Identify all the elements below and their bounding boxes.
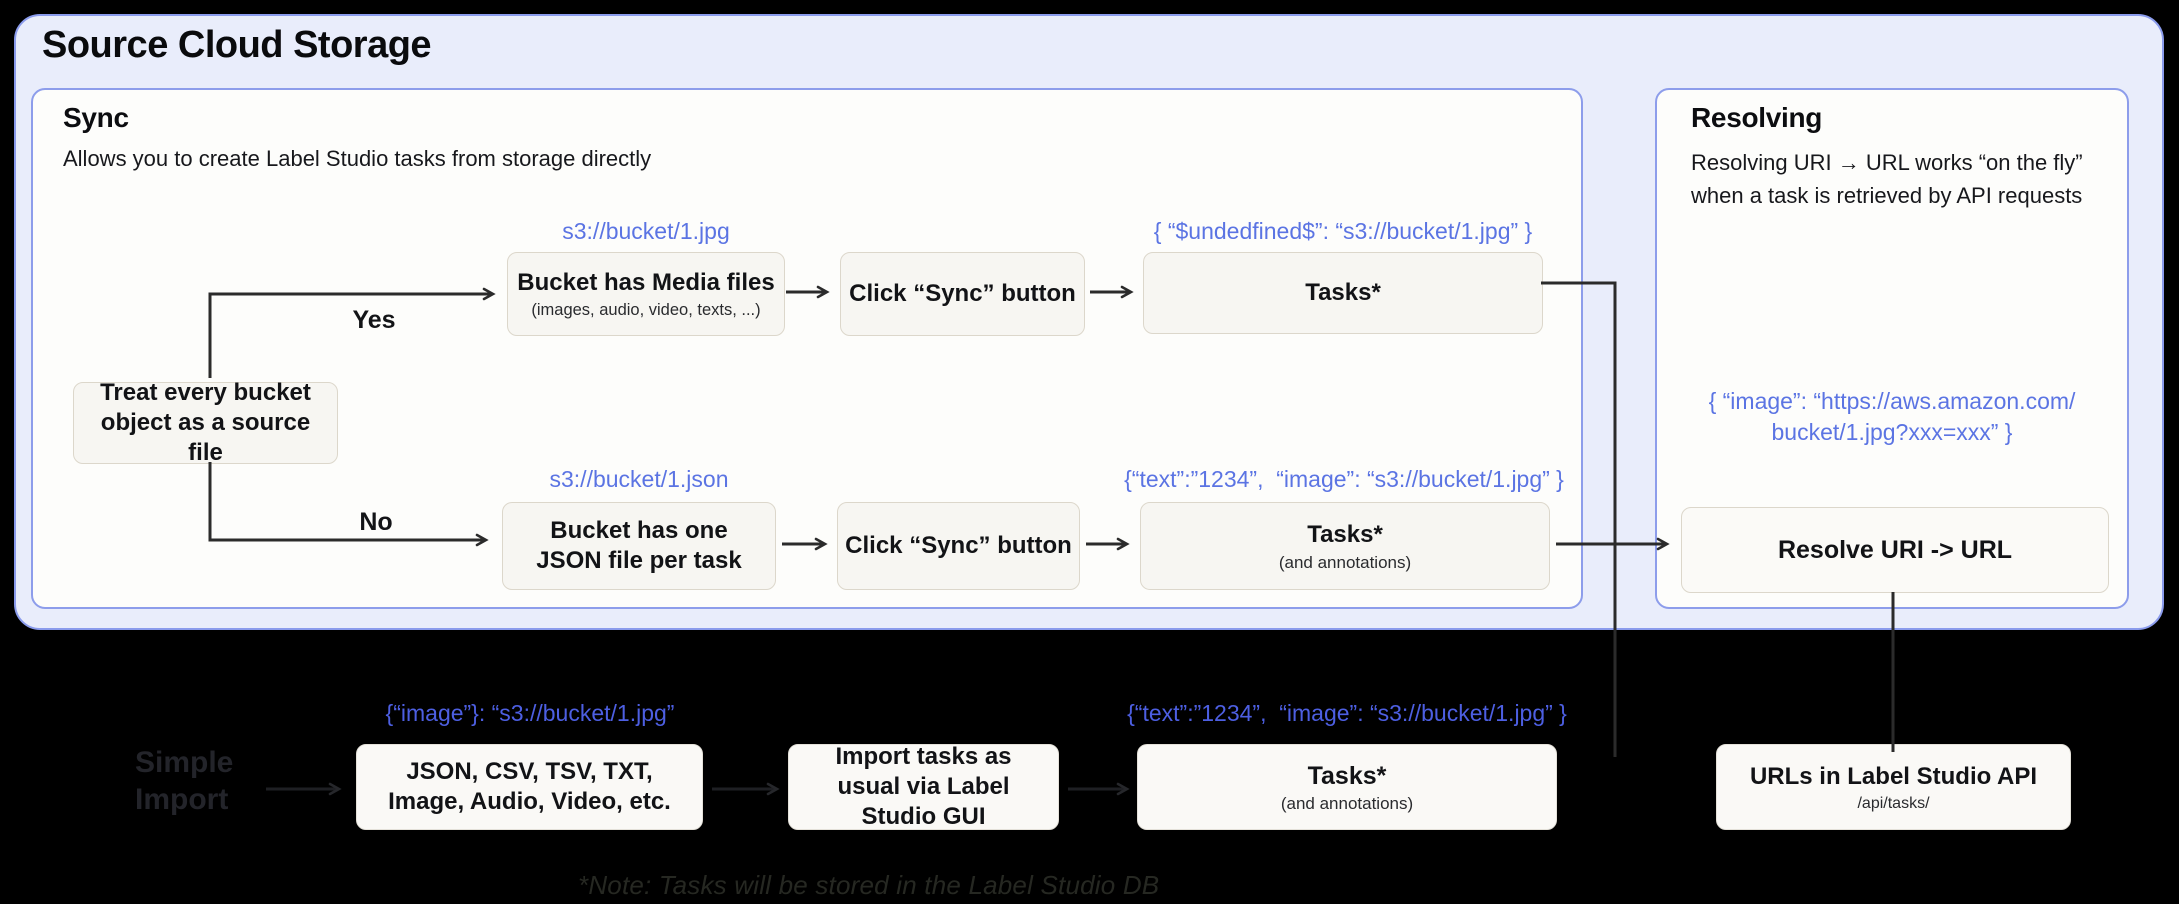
file-types-box: JSON, CSV, TSV, TXT, Image, Audio, Video… (356, 744, 703, 830)
tasks1-json-label: { “$undedfined$”: “s3://bucket/1.jpg” } (1153, 218, 1533, 244)
tasks1-label: Tasks* (1305, 279, 1381, 306)
tasks2-label: Tasks* (1307, 520, 1383, 548)
note-label: *Note: Tasks will be stored in the Label… (578, 870, 1160, 900)
branch-no-label: No (359, 508, 393, 536)
tasks-box-1: Tasks* (1143, 252, 1543, 334)
json-uri-label: s3://bucket/1.json (549, 466, 729, 492)
bottom-tasks-sub: (and annotations) (1280, 793, 1414, 813)
api-urls-box: URLs in Label Studio API /api/tasks/ (1716, 744, 2071, 830)
resolving-json-line2: bucket/1.jpg?xxx=xxx” } (1771, 419, 2013, 445)
sync-panel-subtitle: Allows you to create Label Studio tasks … (63, 146, 652, 171)
click-sync-label-1: Click “Sync” button (849, 280, 1076, 307)
import-gui-box: Import tasks as usual via Label Studio G… (788, 743, 1059, 830)
bucket-media-title: Bucket has Media files (517, 269, 775, 296)
page-title: Source Cloud Storage (42, 24, 432, 66)
resolve-uri-label: Resolve URI -> URL (1777, 536, 2013, 564)
file-types-label: JSON, CSV, TSV, TXT, Image, Audio, Video… (388, 758, 671, 815)
tasks-box-2: Tasks* (and annotations) (1140, 502, 1550, 590)
api-urls-label: URLs in Label Studio API (1749, 762, 2038, 790)
resolving-description: Resolving URI → URL works “on the fly” w… (1691, 150, 2083, 208)
tasks2-json-label: {“text”:”1234”, “image”: “s3://bucket/1.… (1124, 466, 1564, 492)
import-gui-label: Import tasks as usual via Label Studio G… (835, 743, 1012, 830)
branch-yes-label: Yes (352, 306, 396, 334)
bucket-json-box: Bucket has one JSON file per task (502, 502, 776, 590)
decision-box-label: Treat every bucket object as a source fi… (100, 379, 311, 466)
click-sync-box-1: Click “Sync” button (840, 252, 1085, 336)
bucket-media-box: Bucket has Media files (images, audio, v… (507, 252, 785, 336)
resolve-uri-box: Resolve URI -> URL (1681, 507, 2109, 593)
simple-import-label: Simple Import (135, 746, 234, 816)
click-sync-label-2: Click “Sync” button (845, 532, 1072, 559)
bottom-json1-label: {“image”}: “s3://bucket/1.jpg” (385, 700, 675, 726)
sync-panel: Sync Allows you to create Label Studio t… (31, 88, 1583, 609)
bucket-media-sub: (images, audio, video, texts, ...) (531, 301, 761, 319)
media-uri-label: s3://bucket/1.jpg (562, 218, 730, 244)
resolving-panel-title: Resolving (1691, 102, 1823, 133)
click-sync-box-2: Click “Sync” button (837, 502, 1080, 590)
sync-panel-title: Sync (63, 102, 129, 133)
api-urls-sub: /api/tasks/ (1857, 794, 1930, 812)
bottom-tasks-label: Tasks* (1307, 761, 1387, 790)
bottom-tasks-box: Tasks* (and annotations) (1137, 744, 1557, 830)
bottom-json3-label: {“text”:”1234”, “image”: “s3://bucket/1.… (1127, 700, 1567, 726)
bucket-json-title: Bucket has one JSON file per task (536, 517, 742, 574)
resolving-json-line1: { “image”: “https://aws.amazon.com/ (1708, 388, 2076, 414)
tasks2-sub: (and annotations) (1278, 552, 1412, 572)
resolving-panel: Resolving Resolving URI → URL works “on … (1655, 88, 2129, 609)
decision-box: Treat every bucket object as a source fi… (73, 379, 338, 466)
